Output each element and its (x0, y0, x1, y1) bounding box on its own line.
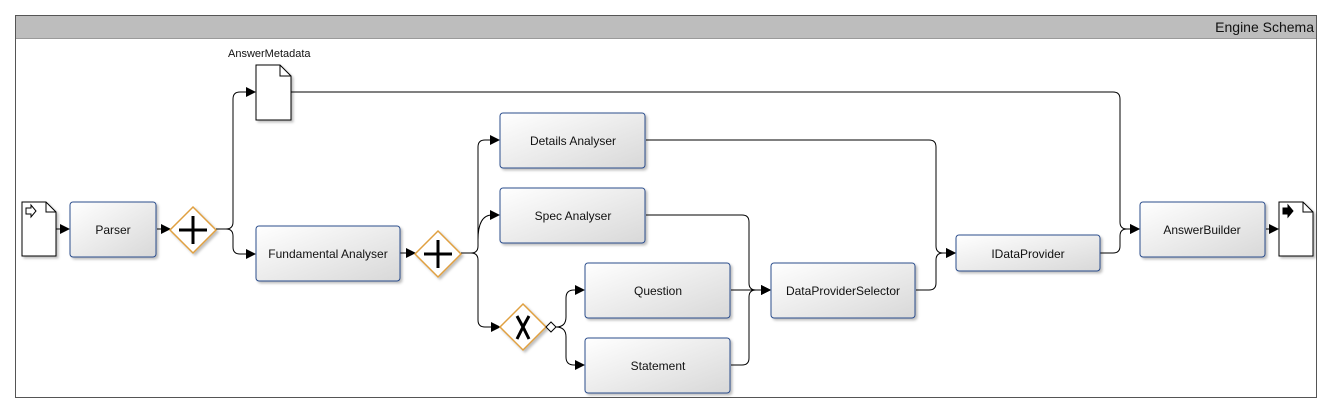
answer-builder-task[interactable]: AnswerBuilder (1139, 201, 1266, 258)
start-input-document-icon (21, 201, 57, 257)
engine-schema-pool: Engine Schema (15, 15, 1317, 398)
statement-label: Statement (631, 359, 686, 373)
statement-task[interactable]: Statement (584, 337, 731, 394)
flow-selector-to-idataprovider (916, 248, 956, 291)
flow-gateway2-to-xgateway (470, 252, 501, 332)
answer-metadata-label: AnswerMetadata (228, 48, 311, 60)
spec-analyser-label: Spec Analyser (535, 209, 612, 223)
parser-label: Parser (95, 223, 130, 237)
flow-gateway2-to-details (461, 135, 500, 254)
flow-gateway1-to-fundamental (216, 228, 256, 259)
question-task[interactable]: Question (584, 262, 731, 319)
answer-builder-label: AnswerBuilder (1163, 223, 1240, 237)
answer-metadata-document (255, 64, 292, 121)
idataprovider-label: IDataProvider (991, 247, 1064, 261)
flow-xgateway-to-statement (555, 326, 585, 370)
data-provider-selector-label: DataProviderSelector (786, 284, 900, 298)
flow-gateway1-to-answermetadata (216, 87, 256, 230)
parallel-gateway-1 (168, 205, 218, 255)
flow-xgateway-to-question (555, 285, 585, 328)
exclusive-gateway (498, 302, 548, 352)
flow-idataprovider-to-answerbuilder (1100, 224, 1140, 254)
details-analyser-label: Details Analyser (530, 134, 616, 148)
spec-analyser-task[interactable]: Spec Analyser (499, 187, 646, 244)
parallel-gateway-2 (413, 229, 463, 279)
flow-answermetadata-to-answerbuilder (291, 91, 1140, 234)
flow-details-to-idataprovider (646, 139, 956, 258)
pool-title-bar: Engine Schema (16, 16, 1316, 39)
fundamental-analyser-task[interactable]: Fundamental Analyser (255, 225, 401, 282)
question-label: Question (634, 284, 682, 298)
default-flow-marker (545, 321, 557, 333)
flow-spec-to-selector (646, 214, 771, 295)
details-analyser-task[interactable]: Details Analyser (499, 112, 646, 169)
end-output-document-icon (1278, 201, 1314, 257)
idataprovider-task[interactable]: IDataProvider (955, 234, 1101, 272)
flow-gateway2-to-spec (477, 210, 500, 241)
data-provider-selector-task[interactable]: DataProviderSelector (770, 262, 916, 319)
fundamental-analyser-label: Fundamental Analyser (268, 247, 387, 261)
pool-title: Engine Schema (1215, 19, 1314, 35)
flow-statement-to-selector (731, 285, 771, 366)
parser-task[interactable]: Parser (69, 201, 157, 258)
